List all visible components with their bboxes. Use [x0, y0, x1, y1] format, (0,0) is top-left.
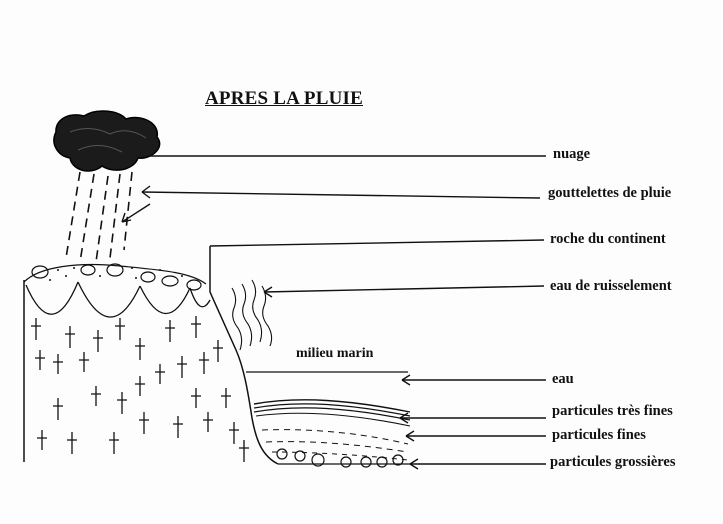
label-nuage: nuage: [553, 146, 590, 163]
rain-drops: [66, 172, 132, 262]
diagram-title: APRES LA PLUIE: [205, 88, 363, 110]
infiltration-arcs: [26, 282, 210, 317]
label-ruissellement: eau de ruisselement: [550, 278, 672, 295]
rock-crosses: [31, 316, 249, 462]
label-milieu-marin: milieu marin: [296, 346, 373, 362]
cloud-shape: [54, 111, 160, 171]
sediment-layers: [254, 400, 412, 464]
leader-lines: [122, 156, 546, 469]
label-roche: roche du continent: [550, 231, 666, 248]
label-grossieres: particules grossières: [550, 454, 676, 471]
label-tres-fines: particules très fines: [552, 403, 673, 420]
topsoil-pebbles: [24, 264, 206, 290]
label-gouttelettes: gouttelettes de pluie: [548, 185, 671, 202]
continent-rock: [24, 246, 278, 464]
label-fines: particules fines: [552, 427, 646, 444]
label-eau: eau: [552, 371, 574, 388]
